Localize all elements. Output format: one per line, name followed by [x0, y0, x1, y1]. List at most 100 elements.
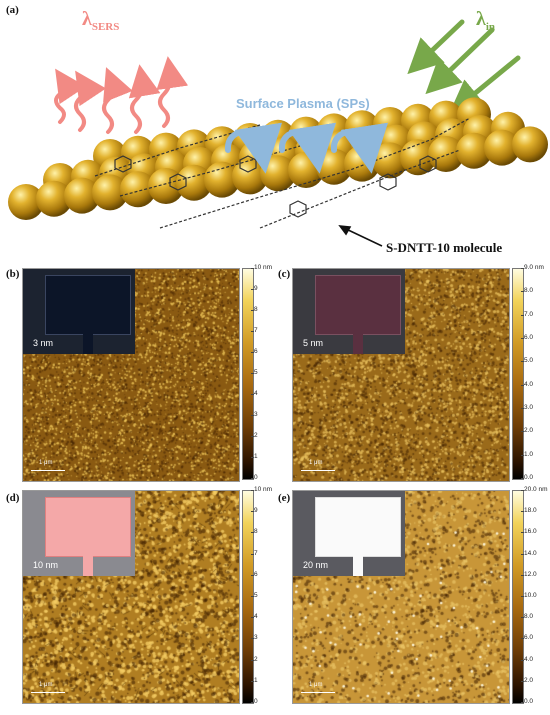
colorbar-tick-label: 2 [251, 432, 258, 439]
panel-label-b: (b) [6, 268, 20, 280]
optical-inset: 5 nm [293, 269, 405, 354]
colorbar-tick-label: 0.0 [520, 698, 534, 705]
gold-nanoparticle [428, 136, 464, 172]
colorbar-tick-label: 2.0 [520, 427, 534, 435]
scale-bar: 1 μm [301, 460, 335, 471]
thickness-label: 20 nm [303, 560, 329, 570]
scale-bar-text: 1 μm [39, 460, 53, 466]
colorbar-tick-label: 20.0 nm [521, 486, 548, 493]
electrode-pad [45, 275, 131, 335]
sers-schematic [8, 19, 548, 247]
colorbar-tick-label: 4 [251, 390, 258, 397]
colorbar-tick-label: 6.0 [520, 634, 534, 642]
colorbar-tick-label: 0 [251, 698, 258, 705]
electrode-stem [353, 555, 363, 576]
scale-bar-text: 1 μm [309, 460, 323, 466]
scale-bar: 1 μm [31, 460, 65, 471]
colorbar-tick-label: 14.0 [521, 549, 537, 557]
afm-image-10nm: 10 nm 1 μm [22, 490, 240, 704]
scale-bar: 1 μm [31, 682, 65, 693]
colorbar-tick-label: 8.0 [520, 287, 534, 295]
colorbar-b [242, 268, 254, 480]
colorbar-tick-label: 5 [251, 592, 258, 599]
lambda-in-symbol: λ [476, 8, 486, 30]
colorbar-tick-label: 4.0 [520, 380, 534, 388]
electrode-pad [315, 497, 401, 557]
colorbar-tick-label: 9 [251, 285, 258, 292]
sers-scattered-arrows [54, 56, 189, 134]
colorbar-tick-label: 1 [251, 453, 258, 460]
colorbar-tick-label: 16.0 [521, 528, 537, 536]
colorbar-tick-label: 0 [251, 474, 258, 481]
gold-nanoparticle [512, 126, 548, 163]
colorbar-tick-label: 10 nm [250, 264, 273, 271]
colorbar-tick-label: 4.0 [520, 655, 534, 663]
incident-light-arrows [407, 19, 521, 116]
optical-inset: 3 nm [23, 269, 135, 354]
colorbar-tick-label: 6 [251, 570, 258, 578]
colorbar-tick-label: 10.0 [521, 592, 537, 599]
colorbar-tick-label: 0.0 [520, 474, 534, 481]
gold-nanoparticle [148, 168, 184, 204]
colorbar-tick-label: 9.0 nm [521, 264, 544, 271]
optical-inset: 10 nm [23, 491, 135, 576]
afm-image-20nm: 20 nm 1 μm [292, 490, 510, 704]
electrode-pad [45, 497, 131, 557]
colorbar-tick-label: 7 [251, 549, 258, 557]
lambda-in-label: λin [476, 8, 495, 33]
colorbar-tick-label: 7 [251, 327, 258, 334]
colorbar-tick-label: 5 [251, 369, 258, 376]
surface-plasma-label: Surface Plasma (SPs) [236, 96, 370, 111]
panel-label-a: (a) [6, 4, 19, 16]
gold-nanoparticle-layer [8, 97, 548, 220]
colorbar-tick-label: 8 [251, 528, 258, 536]
colorbar-tick-label: 3 [251, 411, 258, 418]
surface-plasma-arrows [225, 122, 389, 174]
panel-label-d: (d) [6, 492, 20, 504]
optical-inset: 20 nm [293, 491, 405, 576]
scale-bar-text: 1 μm [39, 682, 53, 688]
electrode-stem [83, 555, 93, 576]
gold-nanoparticle [456, 132, 492, 169]
colorbar-tick-label: 6.0 [520, 334, 534, 341]
panel-label-c: (c) [278, 268, 291, 280]
gold-nanoparticle [484, 129, 520, 166]
colorbar-tick-label: 2 [251, 655, 258, 663]
scale-bar: 1 μm [301, 682, 335, 693]
lambda-in-subscript: in [485, 21, 496, 33]
gold-nanoparticle [64, 177, 100, 214]
colorbar-tick-label: 3.0 [520, 404, 534, 411]
colorbar-tick-label: 4 [251, 613, 258, 621]
molecule-pointer-arrow [338, 225, 383, 247]
colorbar-tick-label: 12.0 [521, 570, 537, 578]
gold-nanoparticle [120, 171, 156, 208]
colorbar-tick-label: 9 [251, 507, 258, 515]
colorbar-tick-label: 1 [251, 676, 258, 684]
gold-nanoparticle [92, 174, 128, 211]
gold-nanoparticle [8, 184, 44, 220]
colorbar-d [242, 490, 254, 704]
electrode-stem [83, 333, 93, 354]
afm-image-5nm: 5 nm 1 μm [292, 268, 510, 482]
gold-nanoparticle [36, 180, 72, 217]
thickness-label: 3 nm [33, 338, 54, 348]
colorbar-tick-label: 6 [251, 348, 258, 355]
colorbar-tick-label: 5.0 [520, 357, 534, 365]
thickness-label: 10 nm [33, 560, 59, 570]
colorbar-tick-label: 10 nm [250, 486, 273, 493]
scale-bar-text: 1 μm [309, 682, 323, 688]
colorbar-tick-label: 8.0 [520, 613, 534, 621]
lambda-sers-label: λSERS [82, 8, 119, 33]
lambda-sers-subscript: SERS [91, 21, 120, 33]
thickness-label: 5 nm [303, 338, 324, 348]
colorbar-tick-label: 2.0 [520, 676, 534, 684]
colorbar-tick-label: 8 [251, 306, 258, 313]
molecule-label: S-DNTT-10 molecule [386, 240, 503, 255]
electrode-pad [315, 275, 401, 335]
colorbar-c [512, 268, 524, 480]
colorbar-tick-label: 1.0 [520, 450, 534, 458]
colorbar-tick-label: 7.0 [520, 310, 534, 318]
electrode-stem [353, 333, 363, 354]
panel-label-e: (e) [278, 492, 291, 504]
lambda-sers-symbol: λ [82, 8, 92, 30]
